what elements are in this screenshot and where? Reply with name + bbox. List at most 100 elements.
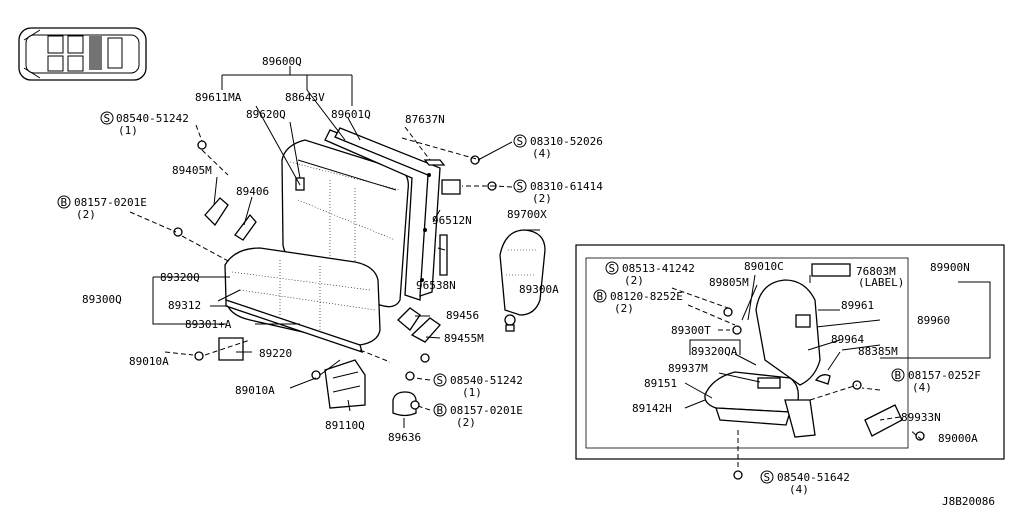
label-89601q: 89601Q [331,108,371,121]
assembly-bracket-89600q [221,66,353,106]
label-89000a: 89000A [938,432,978,445]
label-89700x: 89700X [507,208,547,221]
seat-cushion-part [224,247,381,354]
label-89405m: 89405M [172,164,212,177]
label-qty-1-mid: (1) [462,386,482,399]
label-89220: 89220 [259,347,292,360]
label-89300a: 89300A [519,283,559,296]
bracket-87637n [423,159,446,166]
label-qty-2b: (2) [76,208,96,221]
label-89600q: 89600Q [262,55,302,68]
part-labels: 89600Q 89611MA 88643V 89620Q 89601Q 0854… [74,55,995,508]
label-08310-61414: 08310-61414 [530,180,603,193]
label-89320qa: 89320QA [691,345,738,358]
label-89900n: 89900N [930,261,970,274]
label-08540-51642: 08540-51642 [777,471,850,484]
label-label-note: (LABEL) [858,276,904,289]
fastener-type-markers: S S S B S B S B B S [57,111,905,484]
leader-lines-left [129,89,540,428]
screw-marker-icon: S [100,111,114,125]
seat-back-board-part [324,127,441,301]
label-89964: 89964 [831,333,864,346]
label-08310-52026: 08310-52026 [530,135,603,148]
label-qty-2c: (2) [456,416,476,429]
label-89960: 89960 [917,314,950,327]
label-89300q: 89300Q [82,293,122,306]
label-89805m: 89805M [709,276,749,289]
label-qty-2a: (2) [532,192,552,205]
label-89456: 89456 [446,309,479,322]
label-89937m: 89937M [668,362,708,375]
label-88643v: 88643V [285,91,325,104]
screw-marker-icon: S [513,134,527,148]
screw-marker-icon: S [605,261,619,275]
svg-text:B: B [437,404,444,417]
label-89300t: 89300T [671,324,711,337]
bolt-marker-icon: B [593,289,607,303]
cover-89220 [218,337,244,361]
label-89010c: 89010C [744,260,784,273]
label-89636: 89636 [388,431,421,444]
label-qty-top: (1) [118,124,138,137]
label-89406: 89406 [236,185,269,198]
hinge-parts [204,159,461,417]
label-96512n: 96512N [432,214,472,227]
svg-text:S: S [609,262,616,275]
label-89151: 89151 [644,377,677,390]
jump-seat-back-part [755,279,821,386]
svg-text:S: S [764,471,771,484]
label-89933n: 89933N [901,411,941,424]
svg-text:S: S [517,180,524,193]
label-89010a-2: 89010A [235,384,275,397]
label-qty-2d: (2) [624,274,644,287]
label-88385m: 88385M [858,345,898,358]
label-76803m [811,263,851,277]
inset-inner-frame [585,257,909,449]
label-89320q: 89320Q [160,271,200,284]
jump-seat-bracket [784,399,816,438]
label-08540-51242-mid: 08540-51242 [450,374,523,387]
label-qty-4c: (4) [789,483,809,496]
bracket-96512n [441,179,461,195]
label-89620q: 89620Q [246,108,286,121]
label-qty-4b: (4) [912,381,932,394]
hinge-89405m [204,197,229,227]
label-89312: 89312 [168,299,201,312]
svg-text:S: S [437,374,444,387]
label-96538n: 96538N [416,279,456,292]
screw-marker-icon: S [513,179,527,193]
label-89110q: 89110Q [325,419,365,432]
screw-marker-icon: S [433,373,447,387]
label-89301a: 89301+A [185,318,232,331]
bracket-89933n [864,404,903,437]
bolt-marker-icon: B [57,195,71,209]
label-08513-41242: 08513-41242 [622,262,695,275]
label-89010a-1: 89010A [129,355,169,368]
latch-89455m [410,317,441,343]
label-qty-2e: (2) [614,302,634,315]
frame-89110q [324,359,366,409]
label-76803m: 76803M [856,265,896,278]
bolt-marker-icon: B [891,368,905,382]
label-87637n: 87637N [405,113,445,126]
jump-seat-cushion-part [704,371,799,413]
svg-text:S: S [104,112,111,125]
latch-89456 [397,307,421,331]
label-89611ma: 89611MA [195,91,242,104]
armrest-part [499,229,546,332]
cap-89636 [392,391,417,417]
label-89142h: 89142H [632,402,672,415]
diagram-code: J8B20086 [942,495,995,508]
rod-96538n [439,234,448,276]
bolt-marker-icon: B [433,403,447,417]
svg-text:S: S [517,135,524,148]
label-08120-8252e: 08120-8252E [610,290,683,303]
screw-marker-icon: S [760,470,774,484]
label-08540-51242-top: 08540-51242 [116,112,189,125]
label-08157-0252f: 08157-0252F [908,369,981,382]
vehicle-locator-icon [18,27,147,81]
label-08157-0201e-mid: 08157-0201E [450,404,523,417]
label-89455m: 89455M [444,332,484,345]
svg-text:B: B [895,369,902,382]
